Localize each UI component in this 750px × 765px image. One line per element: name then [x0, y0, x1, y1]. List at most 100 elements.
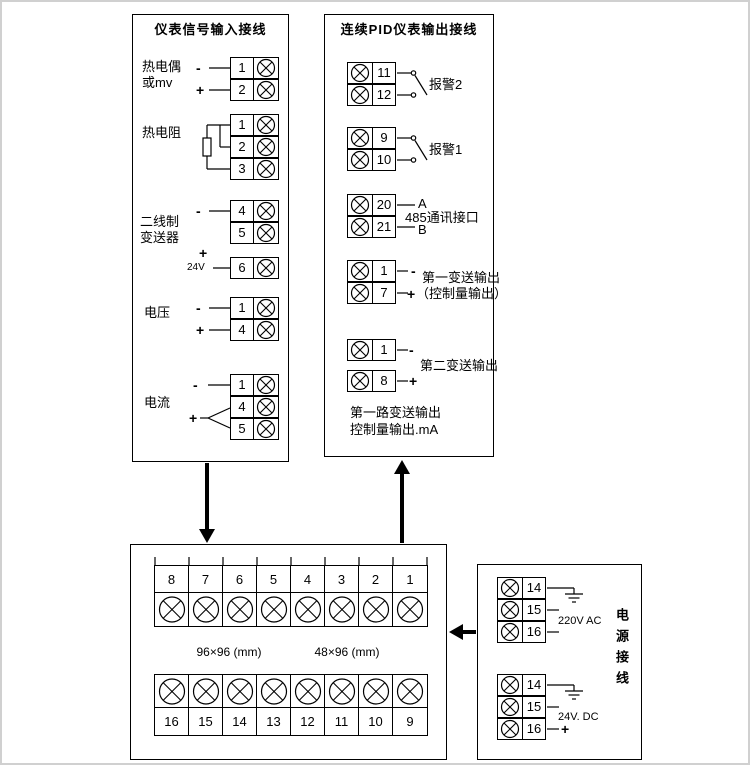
terminal: 16 — [497, 718, 546, 740]
terminal: 4 — [230, 396, 279, 418]
aux-label-24v: 24V — [187, 262, 205, 273]
terminal-number: 6 — [223, 566, 256, 593]
terminal: 15 — [497, 599, 546, 621]
terminal-screw — [347, 370, 373, 392]
terminal-number: 1 — [230, 297, 254, 319]
terminal-screw — [347, 216, 373, 238]
screw-terminal-icon — [256, 201, 276, 221]
terminal-screw — [253, 319, 279, 341]
terminal-number: 8 — [155, 566, 188, 593]
screw-terminal-icon — [260, 596, 287, 623]
terminal: 10 — [347, 149, 396, 171]
screw-terminal-icon — [256, 419, 276, 439]
group-label-current: 电流 — [144, 395, 171, 410]
strip-terminal: 15 — [189, 675, 223, 735]
terminal-screw — [253, 79, 279, 101]
pid-output-panel-title: 连续PID仪表输出接线 — [340, 22, 478, 37]
terminal: 4 — [230, 319, 279, 341]
group-label-thermocouple: 热电偶 — [142, 59, 182, 74]
terminal-number: 16 — [522, 621, 546, 643]
terminal-screw — [253, 257, 279, 279]
terminal: 1 — [230, 57, 279, 79]
screw-terminal-icon — [256, 137, 276, 157]
plus-sign: + — [409, 373, 418, 389]
terminal-number: 2 — [359, 566, 392, 593]
group-label-transmitter: 二线制 — [140, 214, 180, 229]
terminal-number: 14 — [232, 714, 247, 729]
input-panel-title: 仪表信号输入接线 — [154, 22, 267, 37]
terminal: 8 — [347, 370, 396, 392]
terminal: 6 — [230, 257, 279, 279]
terminal-screw — [223, 593, 256, 626]
strip-terminal: 4 — [291, 566, 325, 626]
terminal: 9 — [347, 127, 396, 149]
screw-terminal-icon — [256, 375, 276, 395]
terminal: 16 — [497, 621, 546, 643]
terminal-number: 12 — [300, 714, 315, 729]
strip-terminal: 8 — [155, 566, 189, 626]
terminal-screw — [347, 194, 373, 216]
strip-terminal: 2 — [359, 566, 393, 626]
screw-terminal-icon — [500, 578, 520, 598]
terminal-number: 14 — [522, 577, 546, 599]
terminal-screw — [393, 593, 427, 626]
terminal-number: 6 — [230, 257, 254, 279]
strip-terminal: 3 — [325, 566, 359, 626]
screw-terminal-icon — [256, 223, 276, 243]
terminal: 15 — [497, 696, 546, 718]
screw-terminal-icon — [350, 261, 370, 281]
screw-terminal-icon — [362, 677, 389, 705]
screw-terminal-icon — [350, 85, 370, 105]
screw-terminal-icon — [256, 80, 276, 100]
terminal-number: 5 — [230, 418, 254, 440]
group-label-transmit1: 第一变送输出 — [422, 270, 501, 285]
screw-terminal-icon — [500, 719, 520, 739]
screw-terminal-icon — [260, 677, 287, 705]
screw-terminal-icon — [328, 677, 355, 705]
power-panel-title: 电源接线 — [614, 608, 629, 692]
terminal-screw — [223, 675, 256, 708]
footnote-line2: 控制量输出.mA — [350, 422, 439, 437]
power-wiring-panel — [477, 564, 642, 760]
terminal: 5 — [230, 418, 279, 440]
minus-sign: - — [411, 263, 416, 279]
terminal-number: 16 — [522, 718, 546, 740]
terminal-screw — [155, 675, 188, 708]
terminal-number: 1 — [230, 374, 254, 396]
terminal-number: 2 — [230, 136, 254, 158]
strip-terminal: 10 — [359, 675, 393, 735]
screw-terminal-icon — [256, 320, 276, 340]
screw-terminal-icon — [500, 622, 520, 642]
terminal: 1 — [347, 339, 396, 361]
terminal-number: 1 — [372, 339, 396, 361]
minus-sign: - — [196, 300, 201, 316]
terminal-screw — [325, 675, 358, 708]
terminal-screw — [253, 57, 279, 79]
terminal-screw — [497, 718, 523, 740]
screw-terminal-icon — [256, 298, 276, 318]
terminal-number: 15 — [522, 696, 546, 718]
screw-terminal-icon — [362, 596, 389, 623]
power-label-dc: 24V. DC — [558, 711, 599, 723]
terminal-number: 1 — [393, 566, 427, 593]
pid-output-panel — [324, 14, 494, 457]
terminal-number: 11 — [372, 62, 396, 84]
screw-terminal-icon — [350, 371, 370, 391]
terminal-number: 4 — [230, 319, 254, 341]
screw-terminal-icon — [256, 397, 276, 417]
strip-terminal: 13 — [257, 675, 291, 735]
strip-terminal: 7 — [189, 566, 223, 626]
terminal-screw — [359, 593, 392, 626]
group-label-thermocouple-2: 或mv — [142, 75, 173, 90]
up-arrow-icon — [394, 460, 410, 543]
screw-terminal-icon — [256, 115, 276, 135]
screw-terminal-icon — [192, 677, 219, 705]
terminal-screw — [253, 158, 279, 180]
screw-terminal-icon — [350, 283, 370, 303]
strip-terminal: 1 — [393, 566, 427, 626]
group-label-rs485: 485通讯接口 — [405, 210, 479, 225]
strip-terminal: 6 — [223, 566, 257, 626]
terminal-screw — [325, 593, 358, 626]
terminal: 1 — [230, 374, 279, 396]
